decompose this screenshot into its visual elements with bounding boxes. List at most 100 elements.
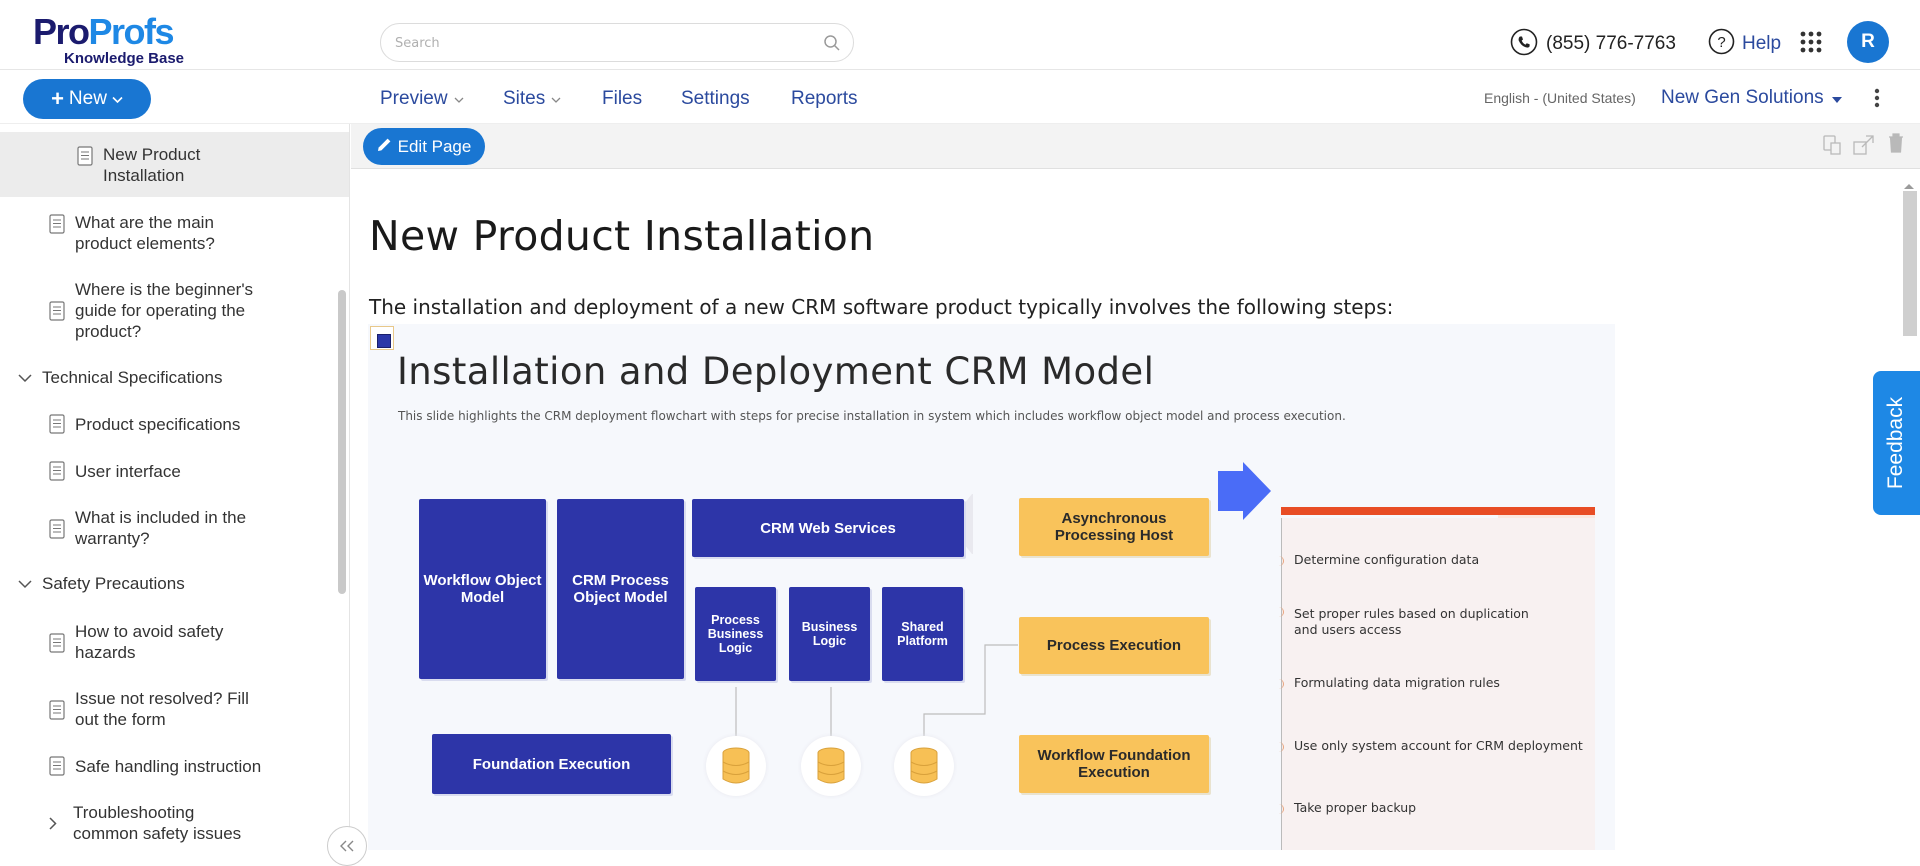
- sidebar-section-label: Technical Specifications: [42, 368, 223, 387]
- nav-settings[interactable]: Settings: [681, 88, 750, 110]
- org-name: New Gen Solutions: [1661, 87, 1824, 108]
- nav-bar: + New Preview Sites Files Settings Repor…: [0, 70, 1920, 124]
- search-input[interactable]: [395, 33, 815, 53]
- sidebar-item-label: Troubleshooting common safety issues: [73, 803, 242, 843]
- sidebar-item-label: User interface: [75, 462, 181, 481]
- logo-profs: Profs: [88, 11, 175, 52]
- copy-page-icon[interactable]: [1822, 134, 1842, 160]
- new-button-label: New: [68, 88, 107, 109]
- svg-text:?: ?: [1717, 34, 1725, 51]
- new-button[interactable]: + New: [23, 79, 151, 119]
- sidebar-item-issue-not-resolved[interactable]: Issue not resolved? Fill out the form: [49, 688, 260, 730]
- more-vertical-icon[interactable]: [1874, 88, 1880, 112]
- crm-process-object-model-box: CRM Process Object Model: [557, 499, 684, 679]
- foundation-execution-box: Foundation Execution: [432, 734, 671, 794]
- nav-sites[interactable]: Sites: [503, 88, 561, 110]
- apps-grid-icon[interactable]: [1800, 31, 1822, 57]
- main-scrollbar-thumb[interactable]: [1903, 191, 1917, 336]
- sidebar-section-label: Safety Precautions: [42, 574, 185, 593]
- proprofs-logo[interactable]: ProProfs Knowledge Base: [33, 11, 184, 68]
- trash-icon[interactable]: [1887, 132, 1905, 158]
- sidebar-item-label: What is included in the warranty?: [75, 508, 247, 548]
- user-avatar[interactable]: R: [1847, 21, 1889, 63]
- plus-icon: +: [51, 86, 64, 111]
- document-icon: [49, 301, 65, 326]
- image-resize-handle[interactable]: [370, 326, 394, 350]
- feedback-tab[interactable]: Feedback: [1873, 371, 1920, 515]
- step-item: Determine configuration data: [1294, 552, 1480, 567]
- sidebar-item-avoid-safety-hazards[interactable]: How to avoid safety hazards: [49, 621, 250, 663]
- sidebar-item-label: Issue not resolved? Fill out the form: [75, 689, 249, 729]
- nav-preview[interactable]: Preview: [380, 88, 464, 110]
- nav-reports[interactable]: Reports: [791, 88, 858, 110]
- logo-pro: Pro: [33, 11, 90, 52]
- sidebar-item-beginners-guide[interactable]: Where is the beginner's guide for operat…: [49, 279, 265, 342]
- step-marker: [1278, 679, 1284, 689]
- workflow-foundation-execution-box: Workflow Foundation Execution: [1019, 735, 1209, 793]
- crm-model-slide-image: Installation and Deployment CRM Model Th…: [368, 324, 1615, 850]
- nav-files[interactable]: Files: [602, 88, 642, 110]
- step-item: Set proper rules based on duplication an…: [1294, 606, 1529, 637]
- sidebar-item-user-interface[interactable]: User interface: [49, 461, 181, 486]
- step-marker: [1278, 742, 1284, 752]
- chevron-right-icon: [49, 814, 57, 835]
- search-box[interactable]: [380, 23, 854, 62]
- step-item: Formulating data migration rules: [1294, 675, 1500, 690]
- help-link[interactable]: ? Help: [1708, 28, 1781, 59]
- help-label[interactable]: Help: [1742, 32, 1782, 54]
- help-icon: ?: [1708, 28, 1735, 59]
- top-bar: ProProfs Knowledge Base (855) 776-7763 ?…: [0, 0, 1920, 70]
- phone-number[interactable]: (855) 776-7763: [1546, 33, 1676, 54]
- database-icon: [894, 736, 954, 796]
- process-business-logic-box: Process Business Logic: [695, 587, 776, 681]
- document-icon: [49, 414, 65, 439]
- collapse-sidebar-button[interactable]: [327, 826, 367, 866]
- scroll-up-arrow-icon[interactable]: [1903, 175, 1915, 194]
- business-logic-box: Business Logic: [789, 587, 870, 681]
- chevron-down-icon: [18, 574, 32, 594]
- nav-files-label: Files: [602, 88, 643, 109]
- page-intro: The installation and deployment of a new…: [369, 295, 1394, 319]
- panel-accent-underline: [1498, 515, 1595, 518]
- sidebar-item-troubleshooting[interactable]: Troubleshooting common safety issues: [49, 802, 258, 844]
- document-icon: [49, 633, 65, 658]
- sidebar-item-label: Where is the beginner's guide for operat…: [75, 280, 254, 341]
- sidebar-scrollbar[interactable]: [338, 290, 346, 594]
- nav-sites-label: Sites: [503, 88, 546, 109]
- pencil-icon: [377, 137, 392, 157]
- slide-subtitle: This slide highlights the CRM deployment…: [398, 409, 1346, 423]
- edit-page-button[interactable]: Edit Page: [363, 128, 485, 165]
- language-selector[interactable]: English - (United States): [1484, 90, 1636, 106]
- sidebar: New Product Installation What are the ma…: [0, 124, 350, 850]
- document-icon: [77, 146, 93, 171]
- sidebar-section-safety-precautions[interactable]: Safety Precautions: [18, 574, 185, 594]
- sidebar-item-product-specifications[interactable]: Product specifications: [49, 414, 240, 439]
- database-icon: [706, 736, 766, 796]
- phone-icon: [1510, 28, 1538, 60]
- org-selector[interactable]: New Gen Solutions: [1661, 87, 1842, 109]
- sidebar-section-technical-specifications[interactable]: Technical Specifications: [18, 368, 222, 388]
- phone-contact[interactable]: (855) 776-7763: [1510, 28, 1676, 60]
- move-page-icon[interactable]: [1853, 134, 1875, 160]
- logo-wordmark: ProProfs: [33, 11, 175, 52]
- document-icon: [49, 700, 65, 725]
- sidebar-item-main-product-elements[interactable]: What are the main product elements?: [49, 212, 250, 254]
- sidebar-item-new-product-installation[interactable]: New Product Installation: [0, 132, 349, 197]
- step-item: Use only system account for CRM deployme…: [1294, 738, 1583, 753]
- search-icon[interactable]: [823, 34, 841, 56]
- chevron-down-icon: [18, 368, 32, 388]
- workflow-object-model-box: Workflow Object Model: [419, 499, 546, 679]
- sidebar-item-warranty[interactable]: What is included in the warranty?: [49, 507, 260, 549]
- nav-preview-label: Preview: [380, 88, 448, 109]
- feedback-label: Feedback: [1884, 396, 1908, 490]
- sidebar-item-safe-handling[interactable]: Safe handling instruction: [49, 756, 261, 781]
- shared-platform-box: Shared Platform: [882, 587, 963, 681]
- chevron-down-icon: [551, 88, 561, 110]
- sidebar-item-label: Product specifications: [75, 415, 241, 434]
- logo-subtitle: Knowledge Base: [64, 50, 185, 67]
- nav-reports-label: Reports: [791, 88, 858, 109]
- step-item: Take proper backup: [1294, 800, 1417, 815]
- page-title: New Product Installation: [369, 212, 875, 260]
- document-icon: [49, 756, 65, 781]
- steps-panel: [1281, 518, 1595, 850]
